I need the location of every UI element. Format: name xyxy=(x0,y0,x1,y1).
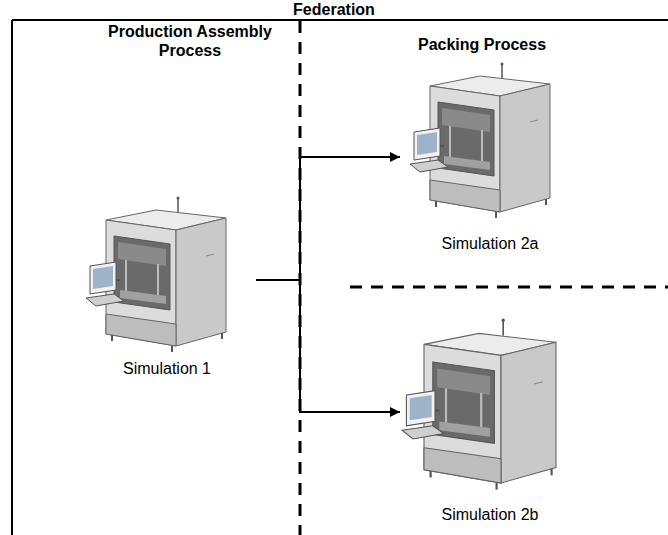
node-caption: Simulation 1 xyxy=(78,360,256,378)
machine-icon xyxy=(402,319,556,490)
node-caption: Simulation 2a xyxy=(400,235,580,253)
region-label: Production Assembly Process xyxy=(90,22,290,60)
federation-frame xyxy=(12,20,668,535)
region-label: Packing Process xyxy=(382,35,582,54)
simulation-node: Simulation 1 xyxy=(78,190,256,382)
frame-heading: Federation xyxy=(0,1,668,19)
machine-icon xyxy=(86,197,226,353)
machine-icon xyxy=(410,63,550,219)
divider-dashed xyxy=(350,286,668,289)
flow-connector xyxy=(256,280,400,412)
flow-connector xyxy=(256,157,400,280)
simulation-node: Simulation 2b xyxy=(400,315,580,529)
simulation-node: Simulation 2a xyxy=(400,55,580,257)
node-caption: Simulation 2b xyxy=(400,506,580,524)
